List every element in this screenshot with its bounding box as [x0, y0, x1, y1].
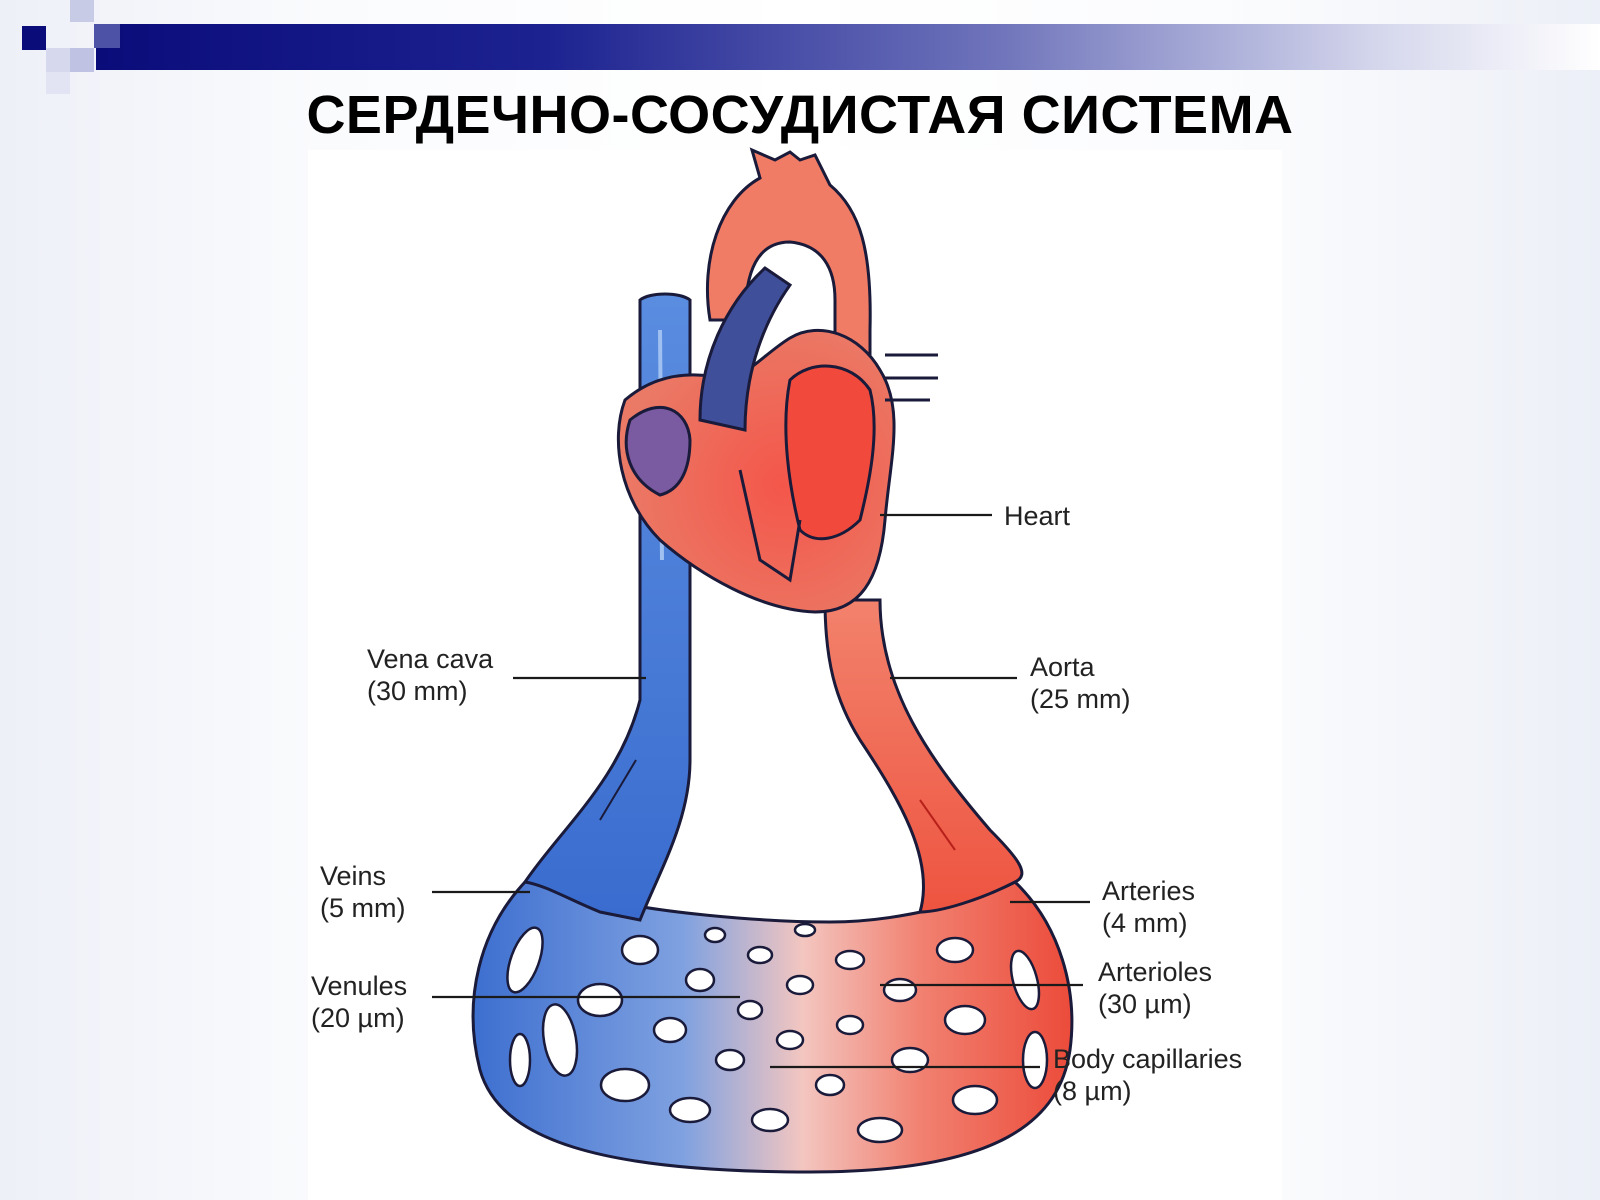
right-atrium: [624, 405, 692, 497]
aorta-label: Aorta: [1030, 652, 1096, 682]
decor-square: [70, 0, 94, 22]
arterioles-label: Arterioles: [1098, 957, 1212, 987]
capillary-holes: [506, 922, 1049, 1144]
vein-flow-arrow: [599, 759, 637, 821]
decor-square: [46, 72, 70, 94]
aorta-shape: [823, 598, 1024, 914]
vena-cava-label: Vena cava: [367, 644, 494, 674]
aorta-vessel: [823, 598, 1024, 914]
decor-square: [70, 48, 94, 72]
arterioles-size: (30 µm): [1098, 989, 1192, 1019]
left-ventricle: [784, 364, 876, 541]
decor-square: [46, 48, 70, 72]
venules-size: (20 µm): [311, 1003, 405, 1033]
veins-label: Veins: [320, 861, 386, 891]
decor-square: [22, 26, 46, 50]
arteries-size: (4 mm): [1102, 908, 1187, 938]
decor-square: [94, 24, 120, 48]
slide-title: СЕРДЕЧНО-СОСУДИСТАЯ СИСТЕМА: [306, 85, 1294, 145]
heart-label: Heart: [1004, 501, 1071, 531]
arteries-label: Arteries: [1102, 876, 1195, 906]
capillaries-size: (8 µm): [1053, 1076, 1132, 1106]
heart: [616, 147, 938, 614]
pulmonary-veins: [885, 353, 938, 402]
leader-lines: [432, 513, 1090, 1069]
pulmonary-artery: [698, 266, 793, 432]
veins-size: (5 mm): [320, 893, 405, 923]
aorta-size: (25 mm): [1030, 684, 1131, 714]
capillaries-label: Body capillaries: [1053, 1044, 1242, 1074]
diagram-labels: Heart Vena cava (30 mm) Aorta (25 mm) Ve…: [311, 501, 1242, 1106]
aortic-arch: [706, 147, 872, 442]
vena-cava-size: (30 mm): [367, 676, 468, 706]
capillary-bed: [471, 880, 1074, 1174]
header-gradient-bar: [96, 24, 1600, 70]
heart-septum: [738, 469, 802, 583]
venules-label: Venules: [311, 971, 407, 1001]
artery-flow-arrow: [919, 799, 956, 851]
